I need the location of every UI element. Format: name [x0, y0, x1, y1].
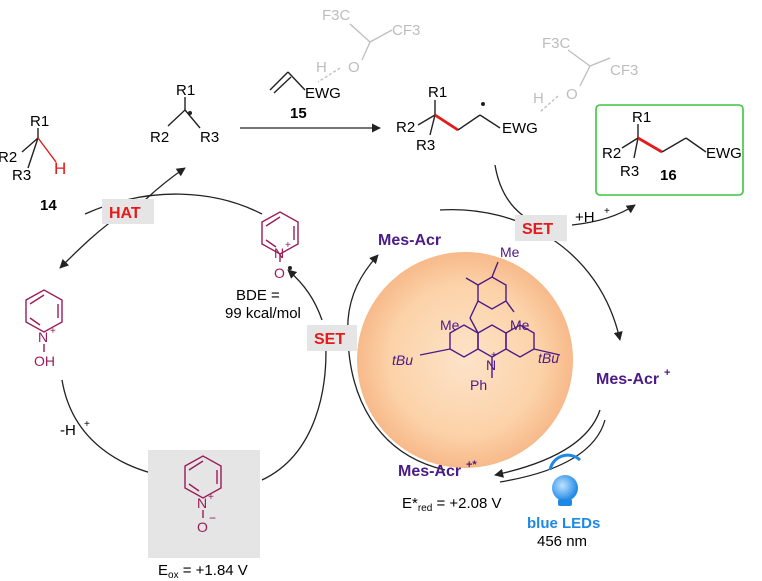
svg-text:Mes-Acr: Mes-Acr [596, 371, 659, 388]
mes-acr-plus-label: Mes-Acr + [596, 367, 670, 388]
adduct-r1: R1 [428, 84, 447, 101]
product-r3: R3 [620, 163, 639, 180]
pyridine-n-oxide [184, 455, 222, 518]
arrow-set-to-product [571, 204, 636, 226]
light-bulb-icon [548, 453, 582, 506]
svg-text:+H: +H [575, 209, 595, 226]
svg-text:SET: SET [522, 221, 553, 238]
n-oxide-charge: + [208, 492, 214, 503]
hfip2-o: O [566, 86, 578, 103]
n-oxyl-o: O [274, 265, 285, 281]
n-oxide-o: O [197, 519, 208, 535]
n-oxyl-radical-dot [288, 266, 292, 270]
mes-acr-structure [419, 261, 561, 378]
minus-h-label: -H + [60, 419, 90, 439]
product-box [595, 104, 744, 196]
arrow-excitation-1 [494, 409, 601, 478]
radical-r2: R2 [150, 129, 169, 146]
hfip1-o: O [348, 59, 360, 76]
set-label-right: SET [515, 215, 567, 241]
catalyst-n: N [486, 357, 496, 373]
n-hydroxy-pyridinium [25, 289, 63, 352]
catalyst-charge: + [491, 350, 497, 361]
catalyst-tbu-2: tBu [538, 350, 559, 366]
arrow-set-to-oxyl [287, 269, 323, 321]
alkene-ewg: EWG [305, 85, 341, 102]
adduct-r2: R2 [396, 119, 415, 136]
substrate-h: H [54, 159, 66, 178]
hfip-1: F3C CF3 O H [316, 7, 420, 83]
n-oxide-n: N [197, 495, 207, 511]
alkene-number: 15 [290, 105, 307, 122]
svg-text:+: + [84, 419, 90, 430]
catalyst-me-2: Me [440, 317, 460, 333]
n-hydroxy-n: N [38, 329, 48, 345]
arrow-excitation-2 [499, 419, 606, 483]
substrate-14: R1 R2 R3 H 14 [0, 113, 66, 214]
adduct-ewg: EWG [502, 120, 538, 137]
product-ewg: EWG [706, 145, 742, 162]
hat-label: HAT [102, 199, 154, 224]
wavelength-label: 456 nm [537, 533, 587, 550]
product-number: 16 [660, 167, 677, 184]
arrow-mesacr-up [347, 254, 379, 321]
product-r1: R1 [632, 109, 651, 126]
svg-text:HAT: HAT [109, 205, 141, 222]
n-hydroxy-charge: + [50, 326, 56, 337]
radical-intermediate: R1 R2 R3 [150, 82, 219, 146]
mes-acr-label: Mes-Acr [378, 232, 441, 249]
eox-label: Eox = +1.84 V [158, 562, 248, 581]
blue-leds-label: blue LEDs [527, 515, 600, 532]
mes-acr-excited-label: Mes-Acr +* [398, 459, 477, 480]
alkene-15: EWG 15 [269, 71, 341, 122]
svg-text:SET: SET [314, 331, 345, 348]
hfip1-h: H [316, 59, 327, 76]
n-oxide-box [148, 450, 260, 558]
n-oxide-neg: − [209, 511, 216, 525]
arrow-oxide-to-set [261, 329, 327, 481]
svg-text:Mes-Acr: Mes-Acr [398, 463, 461, 480]
arrow-hat-to-radical [144, 167, 186, 201]
catalyst-tbu-1: tBu [392, 352, 413, 368]
radical-r1: R1 [176, 82, 195, 99]
svg-text:+*: +* [466, 459, 477, 471]
svg-text:+: + [664, 367, 670, 379]
product-16: R1 R2 R3 EWG 16 [602, 109, 742, 184]
substrate-r2: R2 [0, 149, 17, 166]
plus-h-label: +H + [575, 206, 610, 226]
hfip2-cf3: CF3 [610, 62, 638, 79]
catalyst-me-3: Me [510, 317, 530, 333]
substrate-r3: R3 [12, 167, 31, 184]
radical-r3: R3 [200, 129, 219, 146]
hfip-2: F3C CF3 O H [533, 35, 638, 113]
catalyst-ph: Ph [470, 377, 487, 393]
catalyst-me-1: Me [500, 244, 520, 260]
substrate-number: 14 [40, 197, 57, 214]
bde-value: 99 kcal/mol [225, 305, 301, 322]
n-oxyl-radical [261, 211, 299, 262]
hfip1-cf3: CF3 [392, 22, 420, 39]
n-hydroxy-oh: OH [34, 353, 55, 369]
product-r2: R2 [602, 145, 621, 162]
substrate-r1: R1 [30, 113, 49, 130]
adduct-radical: R1 R2 R3 EWG [396, 84, 538, 154]
set-label-left: SET [307, 325, 357, 351]
svg-text:+: + [604, 206, 610, 217]
bde-label: BDE = [236, 287, 280, 304]
ered-label: E*red = +2.08 V [402, 495, 502, 514]
n-oxyl-charge: + [285, 240, 291, 251]
hfip2-f3c: F3C [542, 35, 571, 52]
adduct-r3: R3 [416, 137, 435, 154]
catalyst-orb [357, 252, 573, 468]
n-oxyl-n: N [274, 245, 284, 261]
svg-text:-H: -H [60, 422, 76, 439]
hfip1-f3c: F3C [322, 7, 351, 24]
hfip2-h: H [533, 90, 544, 107]
